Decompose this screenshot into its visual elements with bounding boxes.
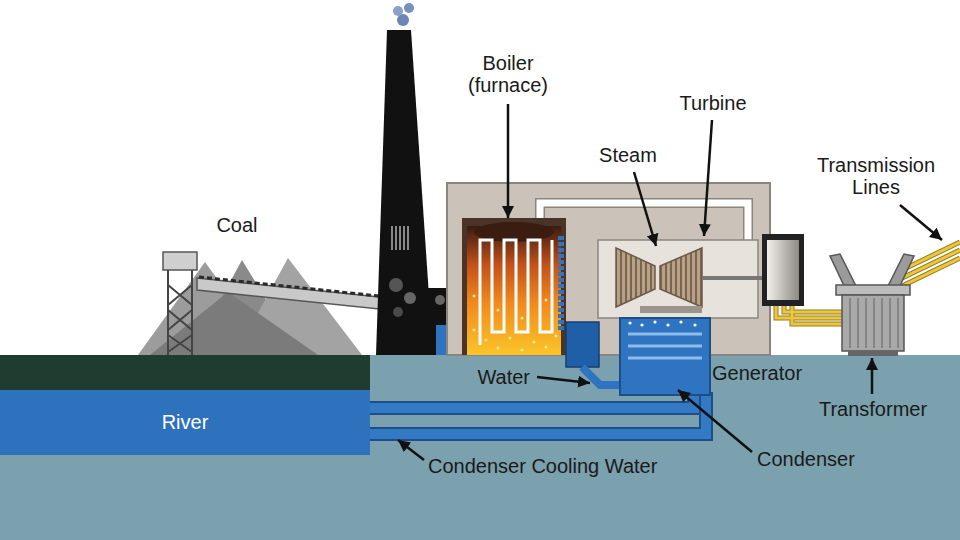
leader-arrow (704, 120, 712, 236)
feed-water-pipe (558, 236, 564, 330)
smoke (389, 278, 403, 292)
sparks (473, 295, 558, 352)
ground (0, 355, 960, 540)
smoke (435, 295, 445, 305)
turbine-stage (660, 248, 702, 307)
generator (762, 234, 804, 306)
leader-arrow (507, 104, 510, 218)
leader-arrow (537, 377, 590, 383)
condenser-coils (628, 334, 702, 358)
leader-arrow (871, 358, 874, 394)
part-label: Boiler (furnace) (453, 52, 563, 97)
condensate-drops (628, 320, 696, 326)
part-label: Steam (599, 144, 657, 166)
cooling-pipe (360, 392, 706, 434)
part-label: Transmission Lines (801, 154, 951, 199)
part-label: Turbine (679, 92, 746, 114)
smoke-puff (393, 6, 403, 16)
turbine-shaft (702, 276, 764, 280)
boiler-casing (462, 218, 566, 355)
leader-arrow (900, 205, 942, 240)
transformer-fins (850, 298, 898, 348)
transformer-base (848, 351, 898, 356)
node-text: River (162, 411, 209, 433)
part-label: Transformer (819, 398, 927, 420)
smoke (393, 307, 403, 317)
turbine-base (640, 306, 702, 313)
part-label: Coal (216, 214, 257, 236)
part-label: Generator (712, 362, 802, 384)
boiler-fire (467, 226, 561, 355)
leader-arrow (398, 440, 424, 460)
boiler-tubes (480, 240, 552, 345)
cooling-pipe-outline (360, 392, 706, 434)
transformer (842, 295, 904, 351)
part-label: Condenser (757, 448, 855, 470)
feed-water-tank (566, 322, 599, 367)
smoke-puff (404, 3, 414, 13)
turbine-stage (616, 248, 655, 307)
tower-frame (168, 270, 192, 355)
leader-arrow (634, 172, 656, 246)
part-label: Condenser Cooling Water (428, 455, 657, 477)
river-band: River (0, 390, 370, 455)
river-bank (0, 355, 370, 390)
generator-body (767, 240, 799, 300)
condenser (620, 318, 710, 395)
plant-housing (447, 183, 770, 355)
transformer-cap (836, 285, 910, 295)
smoke (404, 292, 416, 304)
part-label: Water (477, 366, 530, 388)
chimney-grate (392, 226, 408, 250)
leader-arrow (678, 390, 752, 452)
loading-tower (163, 252, 197, 270)
